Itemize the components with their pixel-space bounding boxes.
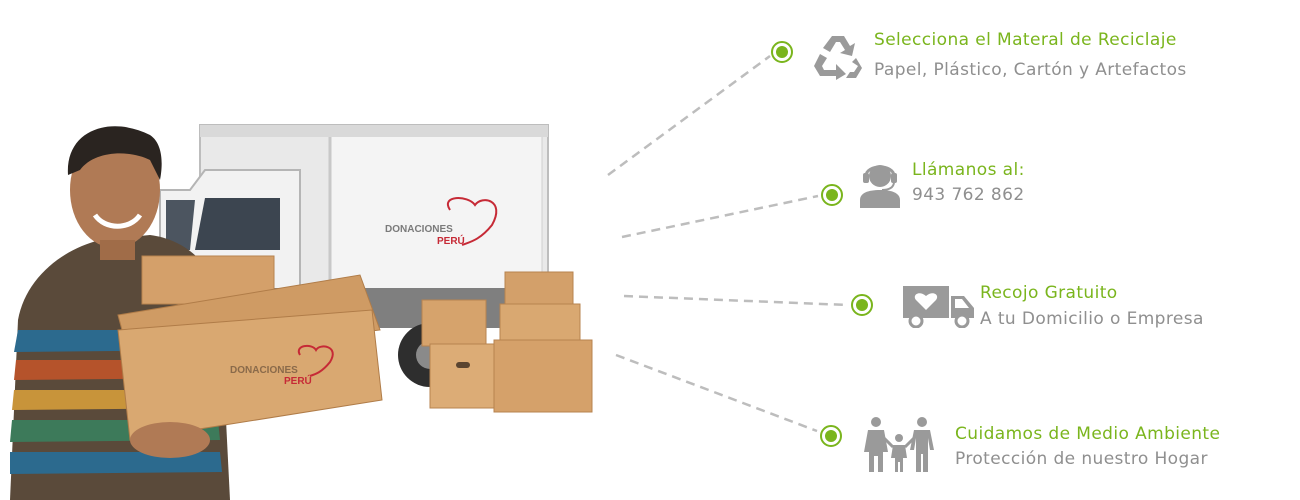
bullet-dot-4	[820, 425, 842, 447]
feature-pickup-title: Recojo Gratuito	[980, 283, 1118, 303]
truck-brand-sub-label: PERÚ	[437, 234, 465, 247]
connector-line-1	[607, 54, 771, 177]
bullet-dot-1	[771, 41, 793, 63]
bullet-dot-3	[851, 294, 873, 316]
carried-boxes: DONACIONES PERÚ	[117, 255, 383, 458]
hero-illustration: DONACIONES PERÚ DONACIONES PERÚ	[10, 124, 593, 500]
feature-phone-title: Llámanos al:	[912, 160, 1025, 180]
feature-environment-subtitle: Protección de nuestro Hogar	[955, 449, 1208, 469]
connector-line-2	[621, 194, 819, 239]
bullet-dot-2	[821, 184, 843, 206]
feature-recycle-title: Selecciona el Materal de Reciclaje	[874, 30, 1177, 50]
family-icon	[864, 417, 934, 472]
stacked-boxes	[421, 271, 593, 413]
delivery-truck-heart-icon	[903, 286, 974, 328]
feature-recycle: Selecciona el Materal de Reciclaje Papel…	[874, 29, 1187, 81]
box-brand-label: DONACIONES	[230, 365, 298, 376]
feature-phone: Llámanos al: 943 762 862	[912, 159, 1025, 206]
feature-environment-title: Cuidamos de Medio Ambiente	[955, 424, 1221, 444]
connector-line-3	[623, 294, 849, 307]
feature-phone-number[interactable]: 943 762 862	[912, 185, 1025, 205]
feature-pickup: Recojo Gratuito A tu Domicilio o Empresa	[980, 282, 1204, 330]
connector-line-4	[615, 353, 818, 433]
feature-pickup-subtitle: A tu Domicilio o Empresa	[980, 309, 1204, 329]
box-brand-sub-label: PERÚ	[284, 374, 312, 387]
recycle-icon	[814, 36, 862, 80]
truck-brand-label: DONACIONES	[385, 224, 453, 235]
feature-environment: Cuidamos de Medio Ambiente Protección de…	[955, 423, 1220, 470]
truck-heart-logo	[446, 197, 498, 246]
feature-recycle-subtitle: Papel, Plástico, Cartón y Artefactos	[874, 60, 1187, 80]
call-center-agent-icon	[860, 165, 900, 208]
